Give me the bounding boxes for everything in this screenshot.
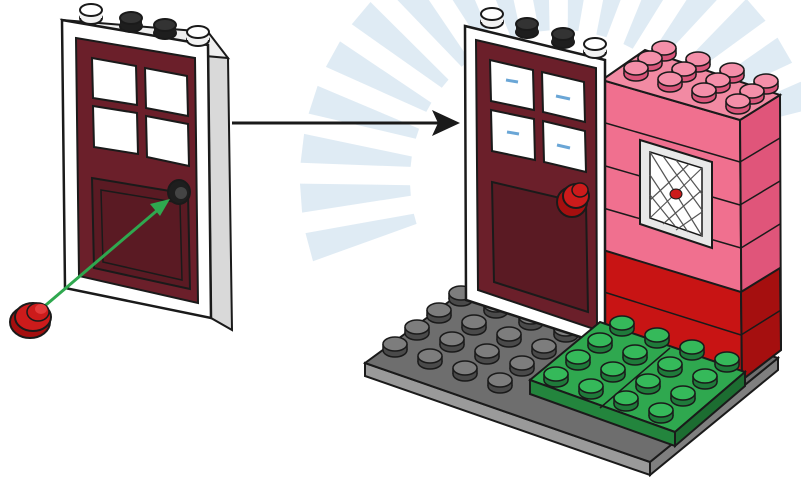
burst-ray <box>306 214 417 262</box>
stud <box>624 61 648 81</box>
stud <box>440 332 464 352</box>
burst-ray <box>568 0 597 31</box>
stud <box>658 357 682 377</box>
burst-ray <box>301 134 412 167</box>
stud <box>658 72 682 92</box>
burst-ray <box>300 184 411 213</box>
stud <box>623 345 647 365</box>
stud <box>680 340 704 360</box>
stud <box>645 328 669 348</box>
stud <box>383 337 407 357</box>
stud <box>566 350 590 370</box>
door-part-icon <box>62 4 232 330</box>
mounted-door <box>465 8 606 345</box>
stud <box>405 320 429 340</box>
stud <box>692 83 716 103</box>
stud <box>418 349 442 369</box>
stud <box>427 303 451 323</box>
stud <box>497 327 521 347</box>
stud <box>610 316 634 336</box>
stud <box>544 367 568 387</box>
stud <box>715 352 739 372</box>
stud <box>510 356 534 376</box>
stud <box>579 379 603 399</box>
red-knob-icon <box>10 303 51 338</box>
stud <box>588 333 612 353</box>
stud <box>649 403 673 423</box>
stud <box>462 315 486 335</box>
stud <box>671 386 695 406</box>
stud <box>488 373 512 393</box>
stud <box>532 339 556 359</box>
stud <box>614 391 638 411</box>
stud <box>693 369 717 389</box>
stud <box>601 362 625 382</box>
stud <box>475 344 499 364</box>
stud <box>726 94 750 114</box>
stud <box>453 361 477 381</box>
completed-model-icon <box>365 8 781 475</box>
stud <box>636 374 660 394</box>
